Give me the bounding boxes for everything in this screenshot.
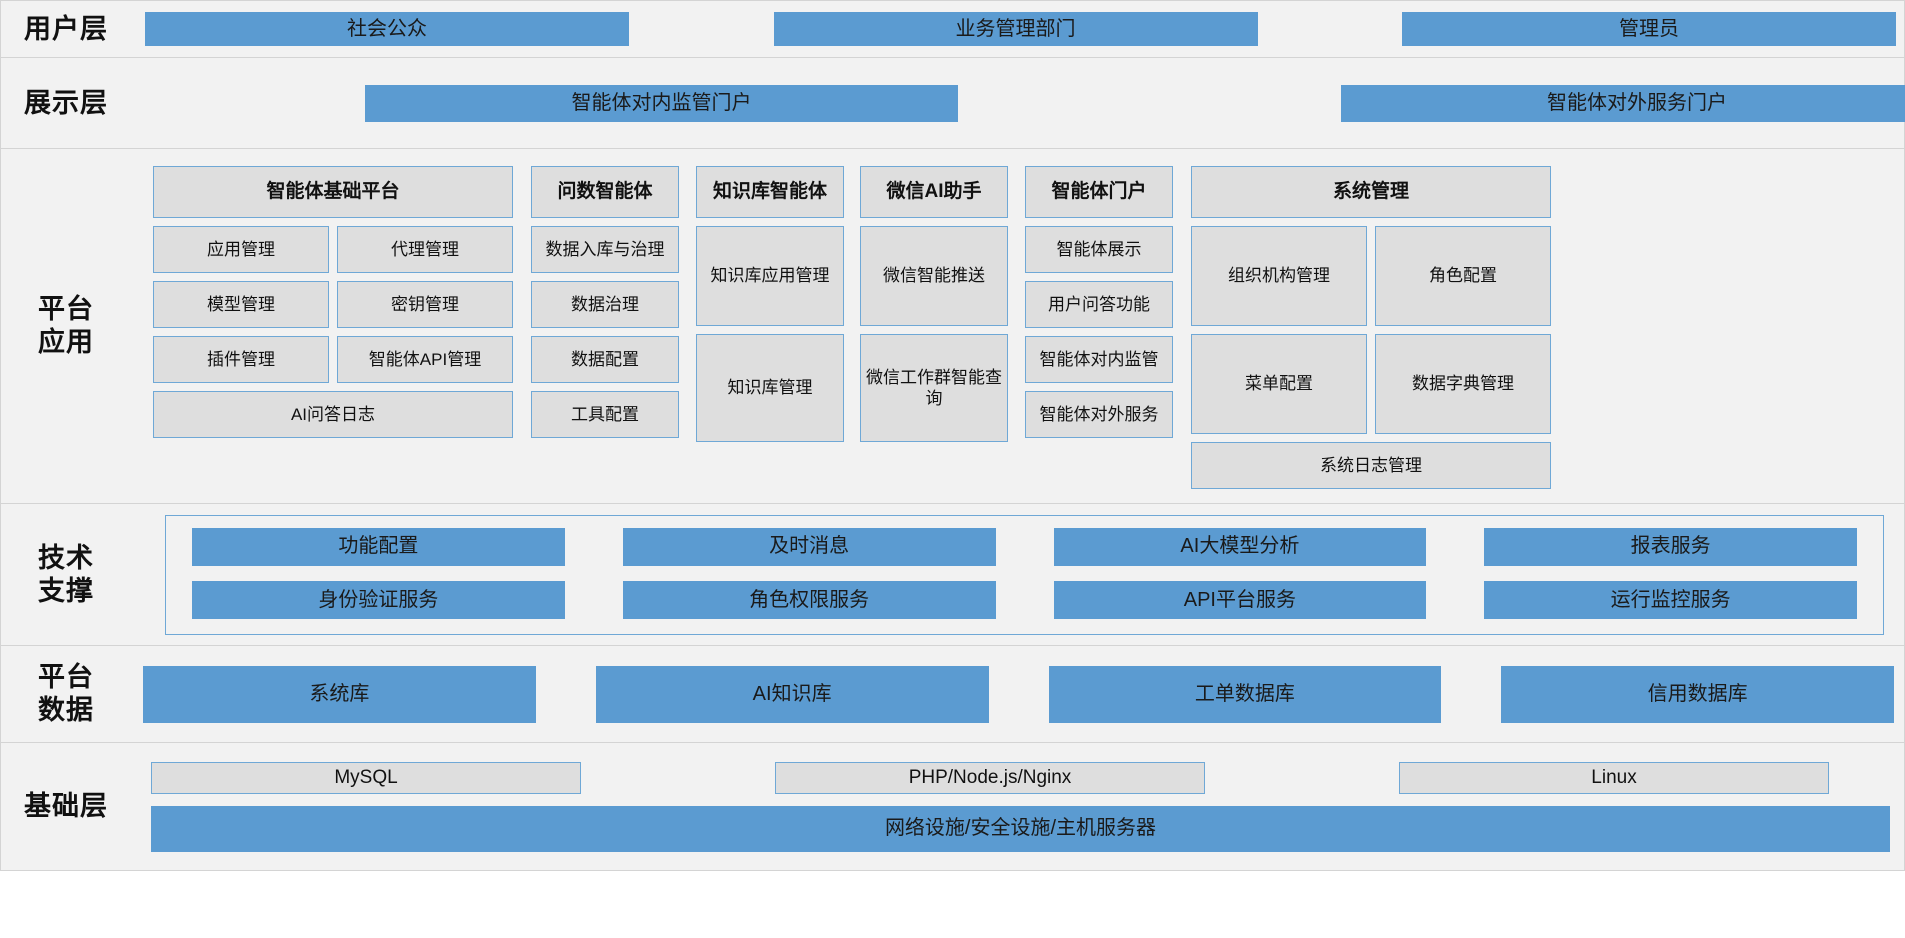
layer-user-label-text: 用户层 — [24, 13, 108, 44]
app-column-wechat-ai-assistant-items: 微信智能推送 微信工作群智能查询 — [860, 226, 1008, 442]
app-item-wechat-group-smart-query[interactable]: 微信工作群智能查询 — [860, 334, 1008, 442]
app-item-kb-application-management[interactable]: 知识库应用管理 — [696, 226, 844, 326]
app-item-data-governance[interactable]: 数据治理 — [531, 281, 679, 328]
layer-infrastructure: 基础层 MySQL PHP/Node.js/Nginx Linux 网络设施/安… — [0, 743, 1905, 871]
layer-platform-data-body: 系统库 AI知识库 工单数据库 信用数据库 — [131, 646, 1904, 742]
app-column-base-platform-items: 应用管理 代理管理 模型管理 密钥管理 插件管理 智能体API管理 AI问答日志 — [153, 226, 513, 438]
layer-platform-application-label: 平台 应用 — [1, 149, 131, 503]
app-item-menu-configuration[interactable]: 菜单配置 — [1191, 334, 1367, 434]
app-column-ask-data-agent: 问数智能体 数据入库与治理 数据治理 数据配置 工具配置 — [531, 166, 679, 438]
app-item-model-management[interactable]: 模型管理 — [153, 281, 329, 328]
tech-item-monitoring-service[interactable]: 运行监控服务 — [1484, 581, 1857, 619]
app-column-wechat-ai-assistant-header[interactable]: 微信AI助手 — [860, 166, 1008, 218]
layer-infrastructure-body: MySQL PHP/Node.js/Nginx Linux 网络设施/安全设施/… — [131, 743, 1904, 870]
app-column-system-management-items: 组织机构管理 角色配置 菜单配置 数据字典管理 系统日志管理 — [1191, 226, 1551, 489]
infra-item-mysql[interactable]: MySQL — [151, 761, 581, 794]
layer-platform-application-body: 智能体基础平台 应用管理 代理管理 模型管理 密钥管理 插件管理 智能体API管… — [131, 149, 1904, 503]
app-column-system-management-header[interactable]: 系统管理 — [1191, 166, 1551, 218]
user-group-public[interactable]: 社会公众 — [145, 12, 629, 46]
app-item-agent-internal-supervision[interactable]: 智能体对内监管 — [1025, 336, 1173, 383]
layer-technical-support-label-line2: 支撑 — [38, 575, 94, 606]
layer-platform-application-label-line1: 平台 — [38, 294, 94, 325]
data-store-system-db[interactable]: 系统库 — [143, 665, 536, 723]
portal-internal-supervision[interactable]: 智能体对内监管门户 — [365, 84, 958, 122]
layer-platform-data-label-line2: 数据 — [38, 695, 94, 725]
app-item-key-management[interactable]: 密钥管理 — [337, 281, 513, 328]
layer-platform-data-label-line1: 平台 — [38, 662, 94, 693]
layer-user-label: 用户层 — [1, 1, 131, 57]
layer-platform-data-label: 平台 数据 — [1, 646, 131, 742]
tech-item-instant-message[interactable]: 及时消息 — [622, 527, 996, 566]
tech-item-report-service[interactable]: 报表服务 — [1484, 527, 1857, 566]
app-item-agent-external-service[interactable]: 智能体对外服务 — [1025, 391, 1173, 438]
data-store-ticket-db[interactable]: 工单数据库 — [1048, 665, 1442, 723]
application-columns: 智能体基础平台 应用管理 代理管理 模型管理 密钥管理 插件管理 智能体API管… — [143, 159, 1894, 493]
app-column-agent-portal: 智能体门户 智能体展示 用户问答功能 智能体对内监管 智能体对外服务 — [1025, 166, 1173, 438]
app-item-system-log-management[interactable]: 系统日志管理 — [1191, 442, 1551, 489]
layer-user-body: 社会公众 业务管理部门 管理员 — [131, 1, 1904, 57]
tech-item-api-platform-service[interactable]: API平台服务 — [1053, 581, 1427, 619]
app-column-ask-data-agent-header[interactable]: 问数智能体 — [531, 166, 679, 218]
app-item-wechat-smart-push[interactable]: 微信智能推送 — [860, 226, 1008, 326]
tech-item-ai-llm-analysis[interactable]: AI大模型分析 — [1053, 527, 1427, 566]
user-group-administrator[interactable]: 管理员 — [1402, 12, 1896, 46]
layer-user: 用户层 社会公众 业务管理部门 管理员 — [0, 0, 1905, 58]
layer-technical-support-body: 功能配置 及时消息 AI大模型分析 报表服务 身份验证服务 角色权限服务 API… — [131, 504, 1904, 645]
app-column-ask-data-agent-items: 数据入库与治理 数据治理 数据配置 工具配置 — [531, 226, 679, 438]
app-column-knowledge-base-agent-header[interactable]: 知识库智能体 — [696, 166, 844, 218]
app-item-data-dictionary-management[interactable]: 数据字典管理 — [1375, 334, 1551, 434]
user-group-business-dept[interactable]: 业务管理部门 — [773, 12, 1258, 46]
app-item-agent-management[interactable]: 代理管理 — [337, 226, 513, 273]
infrastructure-stack-row: MySQL PHP/Node.js/Nginx Linux — [143, 761, 1894, 794]
app-item-kb-management[interactable]: 知识库管理 — [696, 334, 844, 442]
layer-platform-application: 平台 应用 智能体基础平台 应用管理 代理管理 模型管理 密钥管理 插件管理 智… — [0, 149, 1905, 504]
technical-support-frame: 功能配置 及时消息 AI大模型分析 报表服务 身份验证服务 角色权限服务 API… — [165, 514, 1884, 635]
layer-technical-support-label-line1: 技术 — [38, 542, 94, 573]
app-item-user-qa-feature[interactable]: 用户问答功能 — [1025, 281, 1173, 328]
layer-presentation-body: 智能体对内监管门户 智能体对外服务门户 — [131, 58, 1905, 148]
app-column-agent-portal-items: 智能体展示 用户问答功能 智能体对内监管 智能体对外服务 — [1025, 226, 1173, 438]
layer-platform-data: 平台 数据 系统库 AI知识库 工单数据库 信用数据库 — [0, 646, 1905, 743]
app-column-wechat-ai-assistant: 微信AI助手 微信智能推送 微信工作群智能查询 — [860, 166, 1008, 442]
layer-presentation: 展示层 智能体对内监管门户 智能体对外服务门户 — [0, 58, 1905, 149]
data-store-credit-db[interactable]: 信用数据库 — [1501, 665, 1894, 723]
app-column-knowledge-base-agent: 知识库智能体 知识库应用管理 知识库管理 — [696, 166, 844, 442]
layer-technical-support-label: 技术 支撑 — [1, 504, 131, 645]
tech-item-role-permission-service[interactable]: 角色权限服务 — [622, 581, 996, 619]
tech-item-authentication-service[interactable]: 身份验证服务 — [192, 581, 565, 619]
layer-platform-application-label-line2: 应用 — [38, 327, 94, 357]
app-item-plugin-management[interactable]: 插件管理 — [153, 336, 329, 383]
app-item-data-configuration[interactable]: 数据配置 — [531, 336, 679, 383]
infra-item-network-security-server[interactable]: 网络设施/安全设施/主机服务器 — [151, 805, 1890, 852]
app-column-agent-portal-header[interactable]: 智能体门户 — [1025, 166, 1173, 218]
app-item-organization-management[interactable]: 组织机构管理 — [1191, 226, 1367, 326]
layer-technical-support: 技术 支撑 功能配置 及时消息 AI大模型分析 报表服务 身份验证服务 角色权限… — [0, 504, 1905, 646]
app-item-ai-qa-log[interactable]: AI问答日志 — [153, 391, 513, 438]
app-item-data-ingest-governance[interactable]: 数据入库与治理 — [531, 226, 679, 273]
app-item-agent-showcase[interactable]: 智能体展示 — [1025, 226, 1173, 273]
data-store-ai-knowledge-db[interactable]: AI知识库 — [595, 665, 989, 723]
app-column-base-platform: 智能体基础平台 应用管理 代理管理 模型管理 密钥管理 插件管理 智能体API管… — [153, 166, 513, 438]
layer-infrastructure-label-text: 基础层 — [24, 791, 108, 822]
infrastructure-hardware-row: 网络设施/安全设施/主机服务器 — [143, 805, 1894, 852]
layer-presentation-label: 展示层 — [1, 58, 131, 148]
layer-infrastructure-label: 基础层 — [1, 743, 131, 870]
tech-item-function-configuration[interactable]: 功能配置 — [192, 527, 565, 566]
app-item-role-configuration[interactable]: 角色配置 — [1375, 226, 1551, 326]
app-item-application-management[interactable]: 应用管理 — [153, 226, 329, 273]
app-column-base-platform-header[interactable]: 智能体基础平台 — [153, 166, 513, 218]
app-column-system-management: 系统管理 组织机构管理 角色配置 菜单配置 数据字典管理 系统日志管理 — [1191, 166, 1551, 489]
infra-item-php-node-nginx[interactable]: PHP/Node.js/Nginx — [775, 761, 1205, 794]
app-column-knowledge-base-agent-items: 知识库应用管理 知识库管理 — [696, 226, 844, 442]
layer-presentation-label-text: 展示层 — [24, 87, 108, 118]
app-item-tool-configuration[interactable]: 工具配置 — [531, 391, 679, 438]
app-item-agent-api-management[interactable]: 智能体API管理 — [337, 336, 513, 383]
infra-item-linux[interactable]: Linux — [1399, 761, 1829, 794]
portal-external-service[interactable]: 智能体对外服务门户 — [1341, 84, 1905, 122]
